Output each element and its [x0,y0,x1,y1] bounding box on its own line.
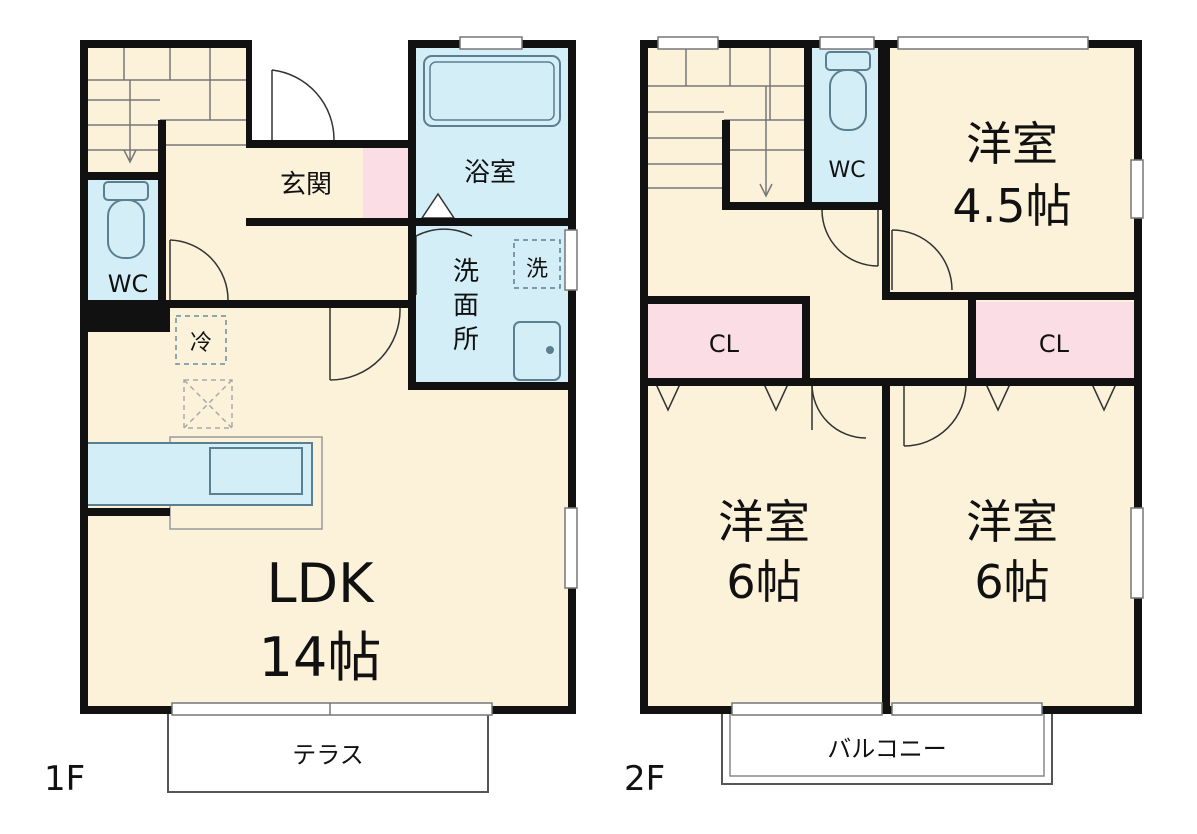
fridge-label: 冷 [190,331,212,356]
room-6-right-size-label: 6帖 [974,555,1049,609]
washroom-label-3: 所 [453,325,479,355]
toilet-fixture-2f [825,51,871,131]
ldk-size-label: 14帖 [259,626,382,689]
room-6-left-name-label: 洋室 [718,495,810,549]
closet-left-floor [646,302,802,378]
washbasin-drain [546,346,554,354]
entrance-floor [248,146,363,224]
toilet-label-1f: WC [108,270,149,298]
washer-label: 洗 [526,257,548,282]
windows-2f [657,36,1144,716]
room-4-5-name-label: 洋室 [966,117,1058,171]
doors-2f [655,209,1117,447]
terrace-label: テラス [292,741,364,769]
bathtub [423,55,561,127]
entrance-label: 玄関 [280,170,332,200]
washroom-label-2: 面 [453,291,479,321]
bathtub-inner [429,61,555,121]
stairs-1f [86,46,248,164]
closet-right-floor [976,302,1137,378]
room-6-right-name-label: 洋室 [966,495,1058,549]
walls-2f [640,40,1142,714]
fridge-spot [175,315,227,365]
bath-label: 浴室 [464,158,516,188]
toilet-fixture-1f [103,181,149,259]
room-4-5-floor [888,46,1137,296]
room-4-5-size-label: 4.5帖 [952,179,1071,233]
balcony-label: バルコニー [827,735,947,763]
closet-left-label: CL [709,330,740,358]
stair-area-1f [86,46,248,176]
floor-label-1f: 1F [44,759,85,799]
kitchen-sink [209,447,303,495]
terrace [167,711,489,793]
entrance-step [363,146,409,218]
balcony [721,711,1053,785]
washbasin [513,321,561,381]
closet-right-label: CL [1039,330,1070,358]
windows-1f [171,36,578,716]
room-6-left-size-label: 6帖 [726,555,801,609]
stairs-2f [646,46,806,198]
ldk-label: LDK [266,552,375,615]
floor-2f: 洋室 4.5帖 洋室 6帖 洋室 6帖 WC CL CL バルコニー 2F [624,36,1144,799]
toilet-label-2f: WC [828,158,865,183]
washer-spot [513,239,561,289]
washroom-label-1: 洗 [453,257,479,287]
cabinet-spot [183,379,233,429]
floor-1f: LDK 14帖 玄関 浴室 洗 面 所 WC 洗 冷 テラス 1F [44,36,578,799]
floor-label-2f: 2F [624,759,665,799]
